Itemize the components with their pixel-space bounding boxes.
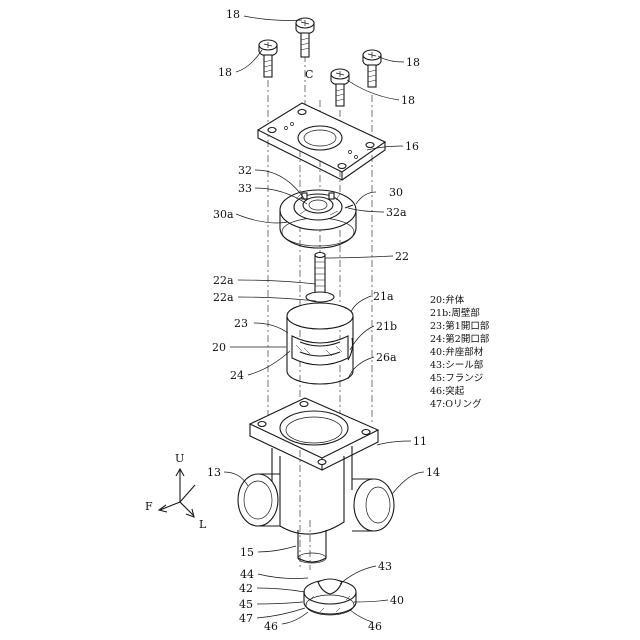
label-42: 42 [239, 582, 253, 595]
rotor-30 [280, 190, 356, 248]
legend-item: 43:シール部 [430, 359, 483, 371]
label-11: 11 [413, 435, 427, 448]
label-21b: 21b [376, 320, 397, 333]
legend: 20:弁体 21b:周壁部 23:第1開口部 24:第2開口部 40:弁座部材 … [430, 294, 489, 410]
label-c: C [305, 68, 313, 81]
label-45: 45 [239, 598, 253, 611]
label-23: 23 [234, 317, 248, 330]
legend-item: 24:第2開口部 [430, 333, 489, 345]
label-44: 44 [240, 568, 254, 581]
label-40: 40 [390, 594, 404, 607]
screw-18-top [296, 18, 314, 57]
label-18: 18 [226, 8, 240, 21]
direction-axes [159, 469, 195, 517]
label-22a: 22a [213, 291, 234, 304]
axis-label-front: F [145, 500, 153, 513]
label-16: 16 [405, 140, 419, 153]
axis-label-left: L [199, 518, 207, 531]
screw-18-left [259, 40, 277, 77]
label-13: 13 [207, 466, 221, 479]
screw-18-right [363, 50, 381, 87]
label-33: 33 [238, 182, 252, 195]
label-22: 22 [395, 250, 409, 263]
legend-item: 46:突起 [430, 385, 465, 397]
label-46: 46 [368, 620, 382, 633]
label-20: 20 [212, 341, 226, 354]
label-32a: 32a [386, 206, 407, 219]
axis-label-up: U [175, 452, 184, 465]
screw-18-middle [331, 69, 349, 106]
label-47: 47 [239, 612, 253, 625]
label-30: 30 [389, 186, 403, 199]
label-18: 18 [218, 66, 232, 79]
label-15: 15 [240, 546, 254, 559]
label-18: 18 [406, 56, 420, 69]
axis-letters: U F L [145, 452, 207, 531]
label-21a: 21a [373, 290, 394, 303]
label-46: 46 [264, 620, 278, 633]
label-22a: 22a [213, 274, 234, 287]
legend-item: 20:弁体 [430, 294, 465, 306]
valve-seat-40 [304, 579, 356, 615]
label-43: 43 [378, 560, 392, 573]
label-30a: 30a [213, 208, 234, 221]
valve-body-20 [287, 303, 353, 384]
legend-item: 40:弁座部材 [430, 346, 484, 358]
label-14: 14 [426, 466, 440, 479]
label-24: 24 [230, 369, 244, 382]
legend-item: 45:フランジ [430, 373, 483, 384]
stem-22 [306, 253, 334, 303]
label-18: 18 [401, 94, 415, 107]
legend-item: 47:Oリング [430, 398, 482, 410]
label-26a: 26a [376, 351, 397, 364]
plate-16 [258, 103, 385, 180]
legend-item: 21b:周壁部 [430, 307, 480, 319]
housing-11 [238, 398, 394, 563]
label-32: 32 [238, 164, 252, 177]
legend-item: 23:第1開口部 [430, 320, 489, 332]
